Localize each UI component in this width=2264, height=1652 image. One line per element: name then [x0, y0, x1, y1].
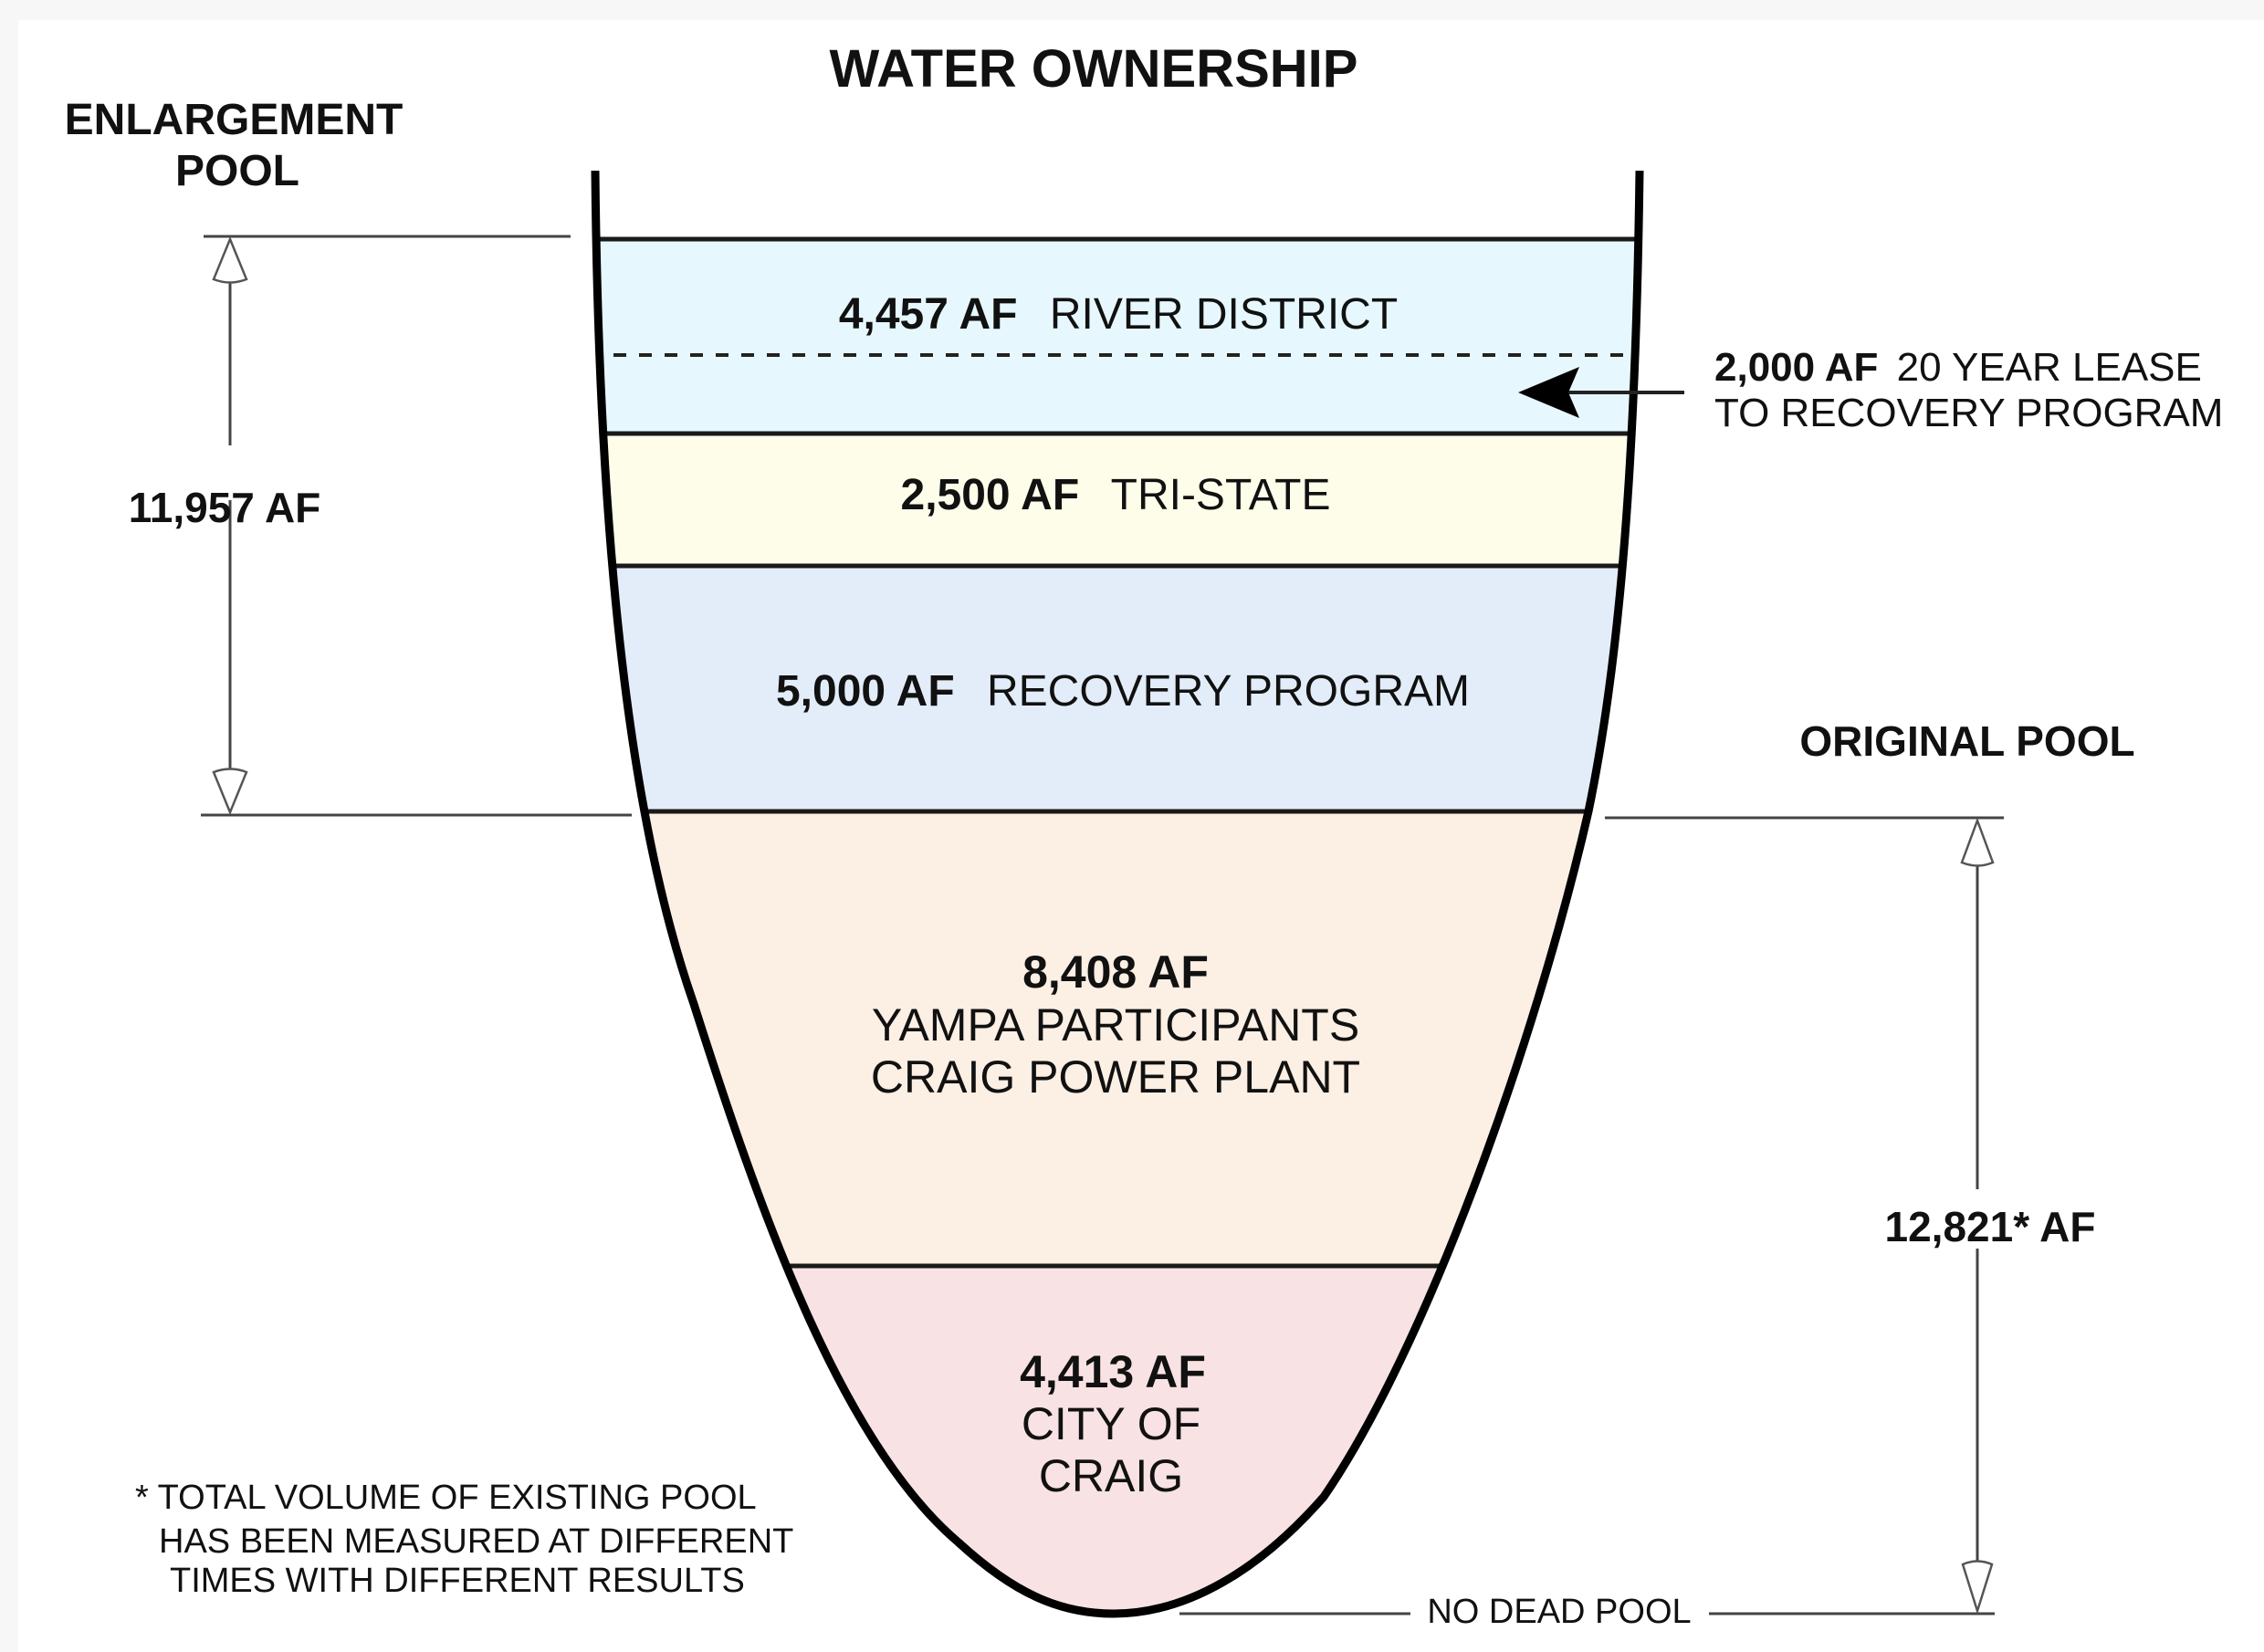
yampa-owner-line1: YAMPA PARTICIPANTS: [872, 999, 1359, 1051]
layer-tri-state: [595, 434, 1640, 566]
recovery-program-amount: 5,000 AF: [776, 667, 955, 716]
enlargement-dimension: [201, 235, 632, 817]
craig-owner-line2: CRAIG: [1039, 1450, 1183, 1501]
reservoir-outline: [591, 170, 1644, 1618]
layer-yampa-participants: [595, 811, 1640, 1266]
arrowhead-up-icon: [1960, 817, 1995, 867]
layer-recovery-program: [595, 566, 1640, 811]
original-pool-volume: 12,821* AF: [1885, 1203, 2096, 1250]
enlargement-pool-label-line1: ENLARGEMENT: [65, 96, 404, 144]
river-district-amount: 4,457 AF: [839, 290, 1018, 339]
river-district-label: 4,457 AF RIVER DISTRICT: [839, 290, 1398, 339]
enlargement-pool-label-line2: POOL: [175, 147, 299, 195]
arrow-left-icon: [1518, 367, 1579, 418]
lease-callout-line1: 2,000 AF 20 YEAR LEASE: [1714, 345, 2202, 390]
enlargement-pool-volume: 11,957 AF: [129, 484, 321, 531]
arrowhead-up-icon: [212, 235, 248, 284]
arrowhead-down-icon: [212, 768, 248, 816]
tri-state-label: 2,500 AF TRI-STATE: [901, 471, 1331, 519]
recovery-program-owner: RECOVERY PROGRAM: [987, 667, 1470, 716]
tri-state-owner: TRI-STATE: [1111, 471, 1331, 519]
river-district-owner: RIVER DISTRICT: [1050, 290, 1398, 339]
footnote-line3: TIMES WITH DIFFERENT RESULTS: [170, 1562, 745, 1600]
recovery-program-label: 5,000 AF RECOVERY PROGRAM: [776, 667, 1470, 716]
no-dead-pool-label: NO DEAD POOL: [1427, 1593, 1691, 1631]
original-pool-label: ORIGINAL POOL: [1799, 717, 2134, 765]
lease-term: 20 YEAR LEASE: [1897, 345, 2202, 390]
tri-state-amount: 2,500 AF: [901, 471, 1080, 519]
lease-callout-line2: TO RECOVERY PROGRAM: [1714, 391, 2223, 435]
yampa-owner-line2: CRAIG POWER PLANT: [871, 1051, 1360, 1103]
arrowhead-down-icon: [1961, 1560, 1994, 1615]
footnote-line1: * TOTAL VOLUME OF EXISTING POOL: [135, 1479, 757, 1517]
original-pool-dimension: [1179, 816, 2004, 1615]
footnote-line2: HAS BEEN MEASURED AT DIFFERENT: [159, 1522, 793, 1561]
layer-river-district: [595, 239, 1640, 434]
lease-amount: 2,000 AF: [1714, 345, 1878, 390]
craig-amount: 4,413 AF: [1020, 1346, 1206, 1397]
craig-owner-line1: CITY OF: [1022, 1398, 1200, 1449]
diagram-title: WATER OWNERSHIP: [830, 39, 1358, 99]
yampa-amount: 8,408 AF: [1022, 946, 1209, 998]
